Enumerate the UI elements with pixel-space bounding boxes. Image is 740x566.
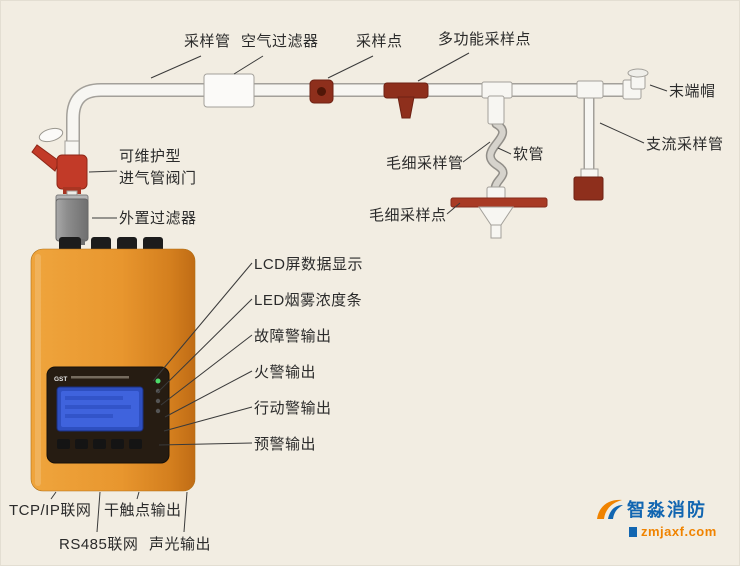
action-output-label: 行动警输出 — [254, 400, 332, 417]
detector-device: GST — [30, 237, 196, 492]
intake-valve — [31, 127, 88, 200]
device-control-panel: GST — [46, 366, 170, 464]
prewarn-output-label: 预警输出 — [254, 436, 317, 453]
t-junction — [481, 81, 513, 125]
device-lcd — [56, 386, 144, 432]
branch-pipe-label: 支流采样管 — [646, 136, 724, 153]
lcd-display-label: LCD屏数据显示 — [254, 256, 364, 273]
external-filter-label: 外置过滤器 — [119, 210, 197, 227]
sampling-pipe-label: 采样管 — [184, 33, 231, 50]
capillary-tube-label: 毛细采样管 — [386, 155, 464, 172]
dry-contact-label: 干触点输出 — [104, 502, 182, 519]
air-filter-label: 空气过滤器 — [241, 33, 319, 50]
end-cap-label: 末端帽 — [669, 83, 716, 100]
capillary-point-assembly — [450, 186, 548, 239]
fire-output-label: 火警输出 — [254, 364, 317, 381]
end-cap-fitting — [622, 68, 649, 100]
multi-sampling-point-marker — [383, 82, 429, 119]
rs485-label: RS485联网 — [59, 536, 139, 553]
soft-tube — [486, 119, 508, 194]
brand-name: 智淼消防 — [627, 500, 707, 520]
capillary-point-label: 毛细采样点 — [369, 207, 447, 224]
led-bar-label: LED烟雾浓度条 — [254, 292, 363, 309]
sound-light-label: 声光输出 — [149, 536, 212, 553]
main-sampling-pipe — [66, 83, 637, 157]
air-filter-box — [203, 73, 255, 108]
tcpip-label: TCP/IP联网 — [9, 502, 92, 519]
leader-lines — [50, 52, 668, 533]
brand-logo: 智淼消防 zmjaxf.com — [595, 496, 725, 539]
soft-tube-label: 软管 — [513, 146, 545, 163]
brand-domain: zmjaxf.com — [641, 524, 717, 539]
brand-domain-bullet — [629, 526, 637, 537]
sampling-point-marker — [309, 79, 334, 104]
branch-sampling-pipe — [576, 80, 604, 177]
multi-sampling-point-label: 多功能采样点 — [438, 31, 532, 48]
device-buttons[interactable] — [57, 439, 142, 449]
branch-point-marker — [573, 168, 604, 201]
intake-valve-label: 可维护型 进气管阀门 — [119, 148, 197, 187]
device-brand-text: GST — [54, 376, 67, 383]
power-led — [155, 378, 161, 384]
brand-swoosh-icon — [597, 499, 623, 519]
sampling-point-label: 采样点 — [356, 33, 403, 50]
fault-output-label: 故障警输出 — [254, 328, 332, 345]
